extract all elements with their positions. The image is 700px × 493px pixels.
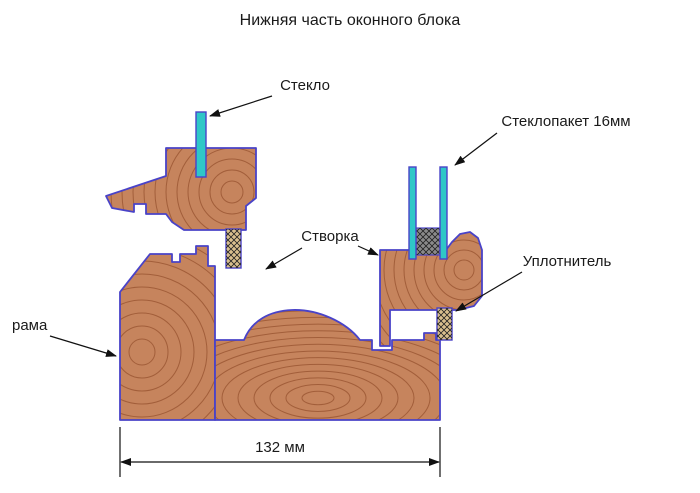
single-glass-pane	[195, 111, 207, 178]
label-seal: Уплотнитель	[523, 253, 612, 270]
left-sash-profile	[105, 147, 257, 231]
frame-bottom-rail	[214, 309, 441, 421]
frame-leader-arrow	[49, 335, 117, 357]
left-seal-block	[225, 228, 242, 269]
dimension-text: 132 мм	[255, 439, 305, 456]
right-seal-block	[436, 307, 453, 341]
glazing-unit-leader-arrow	[454, 132, 498, 166]
sash-leader-arrow-left	[265, 247, 303, 270]
glazing-unit	[408, 166, 448, 260]
label-glass: Стекло	[280, 77, 330, 94]
frame-left-wood	[120, 246, 215, 420]
label-frame: рама	[12, 317, 48, 334]
seal-leader-arrow	[455, 271, 523, 312]
label-glazing-unit: Стеклопакет 16мм	[501, 113, 630, 130]
label-sash: Створка	[301, 228, 359, 245]
glazing-pane-2	[439, 166, 448, 260]
frame-rail-grain	[215, 309, 440, 420]
width-dimension: 132 мм	[119, 427, 441, 477]
sash-leader-arrow-right	[357, 245, 379, 256]
glass-leader-arrow	[209, 95, 273, 117]
glazing-pane-1	[408, 166, 417, 260]
diagram-title: Нижняя часть оконного блока	[240, 12, 461, 29]
